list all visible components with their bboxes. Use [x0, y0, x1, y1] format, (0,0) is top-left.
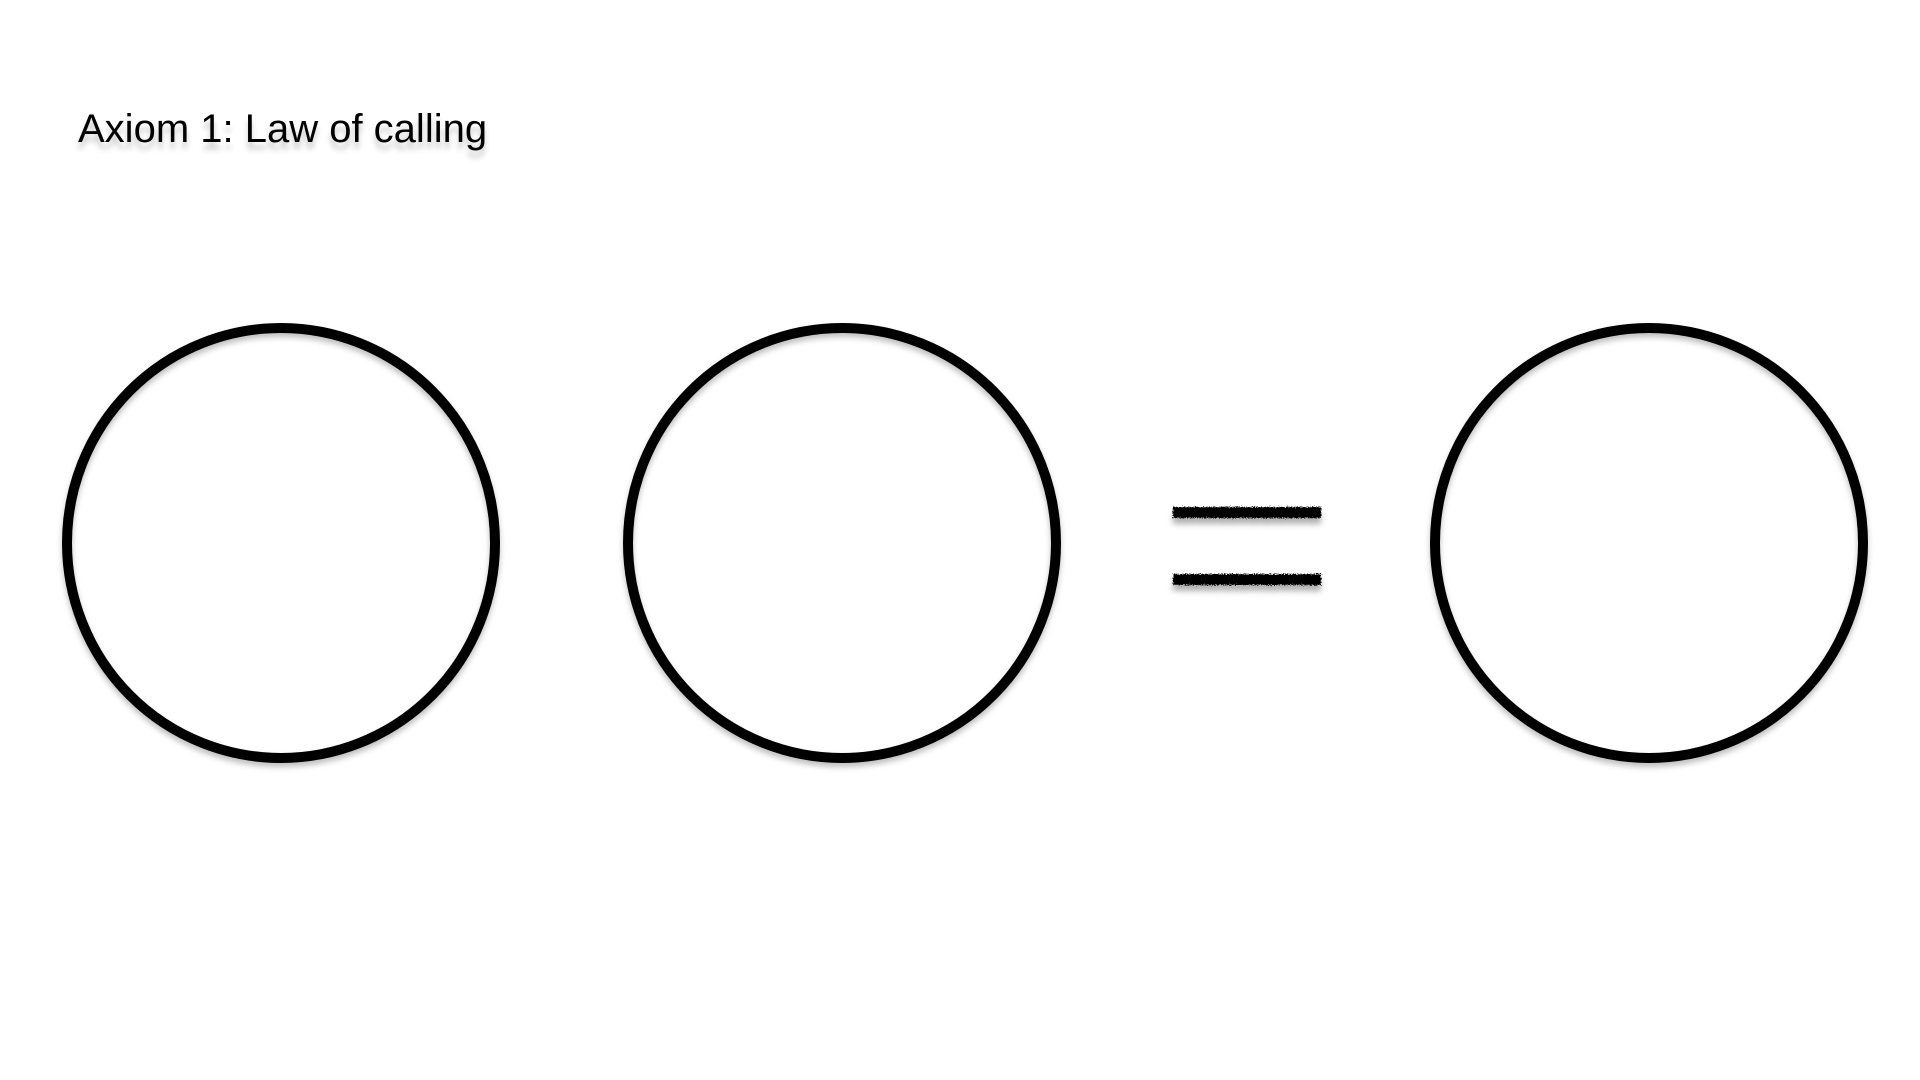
right-operand-circle	[1430, 323, 1868, 763]
slide-title: Axiom 1: Law of calling	[78, 107, 488, 151]
equals-sign	[1173, 507, 1321, 585]
left-operand-circle-2	[623, 323, 1061, 763]
left-operand-circle-1	[62, 323, 500, 763]
